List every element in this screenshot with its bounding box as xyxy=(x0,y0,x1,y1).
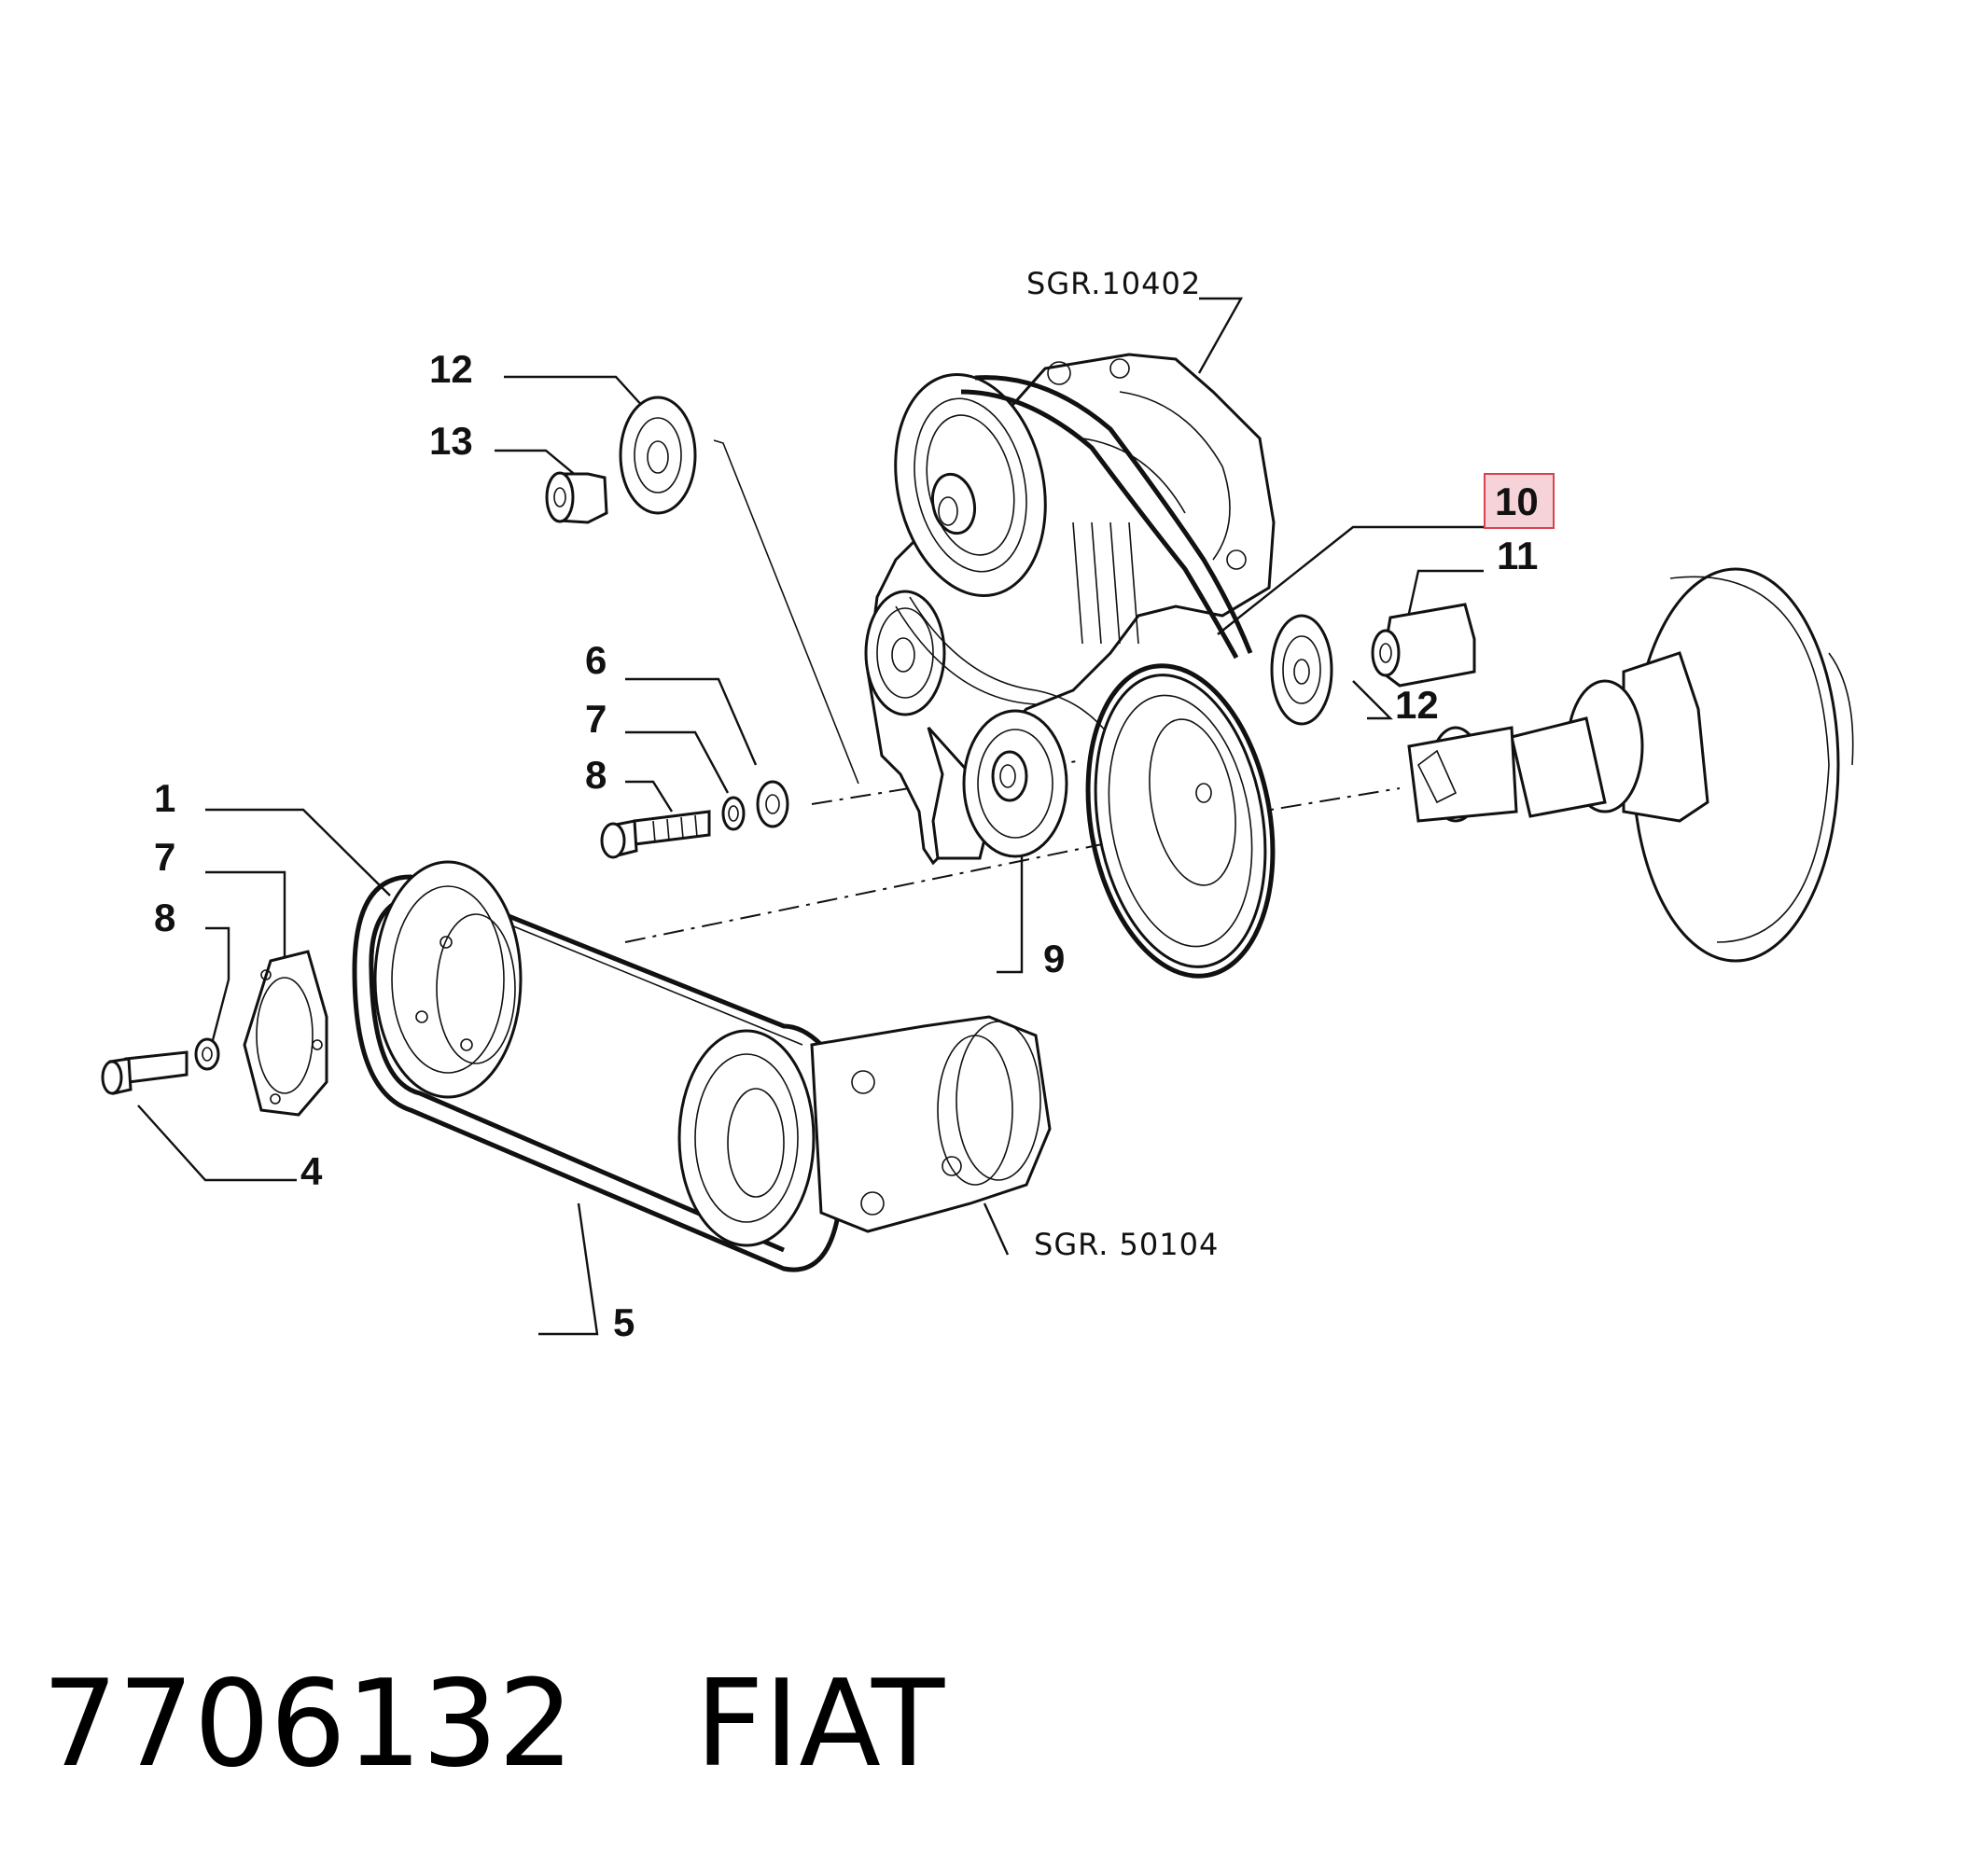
bolt-washer-lower xyxy=(101,1037,220,1095)
tensioner-pulley xyxy=(927,709,1068,860)
flange-plate xyxy=(243,950,328,1117)
upper-belt xyxy=(895,375,1253,738)
parts-11-12-right xyxy=(1270,603,1476,726)
callout-4: 4 xyxy=(300,1149,323,1193)
callout-11: 11 xyxy=(1497,534,1538,577)
crankshaft-pulley xyxy=(1085,663,1276,979)
callout-12-top: 12 xyxy=(429,347,473,391)
callout-7-center: 7 xyxy=(585,697,607,741)
crankshaft xyxy=(1407,567,1854,963)
highlight-box-10 xyxy=(1484,473,1555,529)
ac-compressor xyxy=(677,1015,1052,1247)
bolt-washers-center xyxy=(600,780,789,859)
lower-left-pulley xyxy=(373,860,523,1099)
callout-1: 1 xyxy=(154,776,175,820)
alternator-pulley xyxy=(864,590,946,716)
callout-labels: 12 13 6 7 8 1 7 8 4 5 9 10 11 12 xyxy=(154,347,1539,1344)
parts-12-13-top xyxy=(545,396,697,524)
sgr-reference-bottom: SGR. 50104 xyxy=(1034,1227,1219,1262)
callout-8-left: 8 xyxy=(154,896,175,939)
leader-lines xyxy=(137,297,1484,1336)
callout-6: 6 xyxy=(585,638,607,682)
callout-5: 5 xyxy=(613,1300,635,1344)
callout-8-center: 8 xyxy=(585,753,607,797)
upper-pulley xyxy=(894,373,1047,597)
callout-9: 9 xyxy=(1043,937,1065,980)
callout-13: 13 xyxy=(429,419,473,463)
sgr-reference-top: SGR.10402 xyxy=(1026,266,1201,301)
brand-name: FIAT xyxy=(695,1655,945,1794)
callout-7-left: 7 xyxy=(154,835,175,879)
callout-12-right: 12 xyxy=(1395,683,1439,727)
callout-10: 10 xyxy=(1495,479,1539,523)
part-number: 7706132 xyxy=(42,1655,574,1794)
